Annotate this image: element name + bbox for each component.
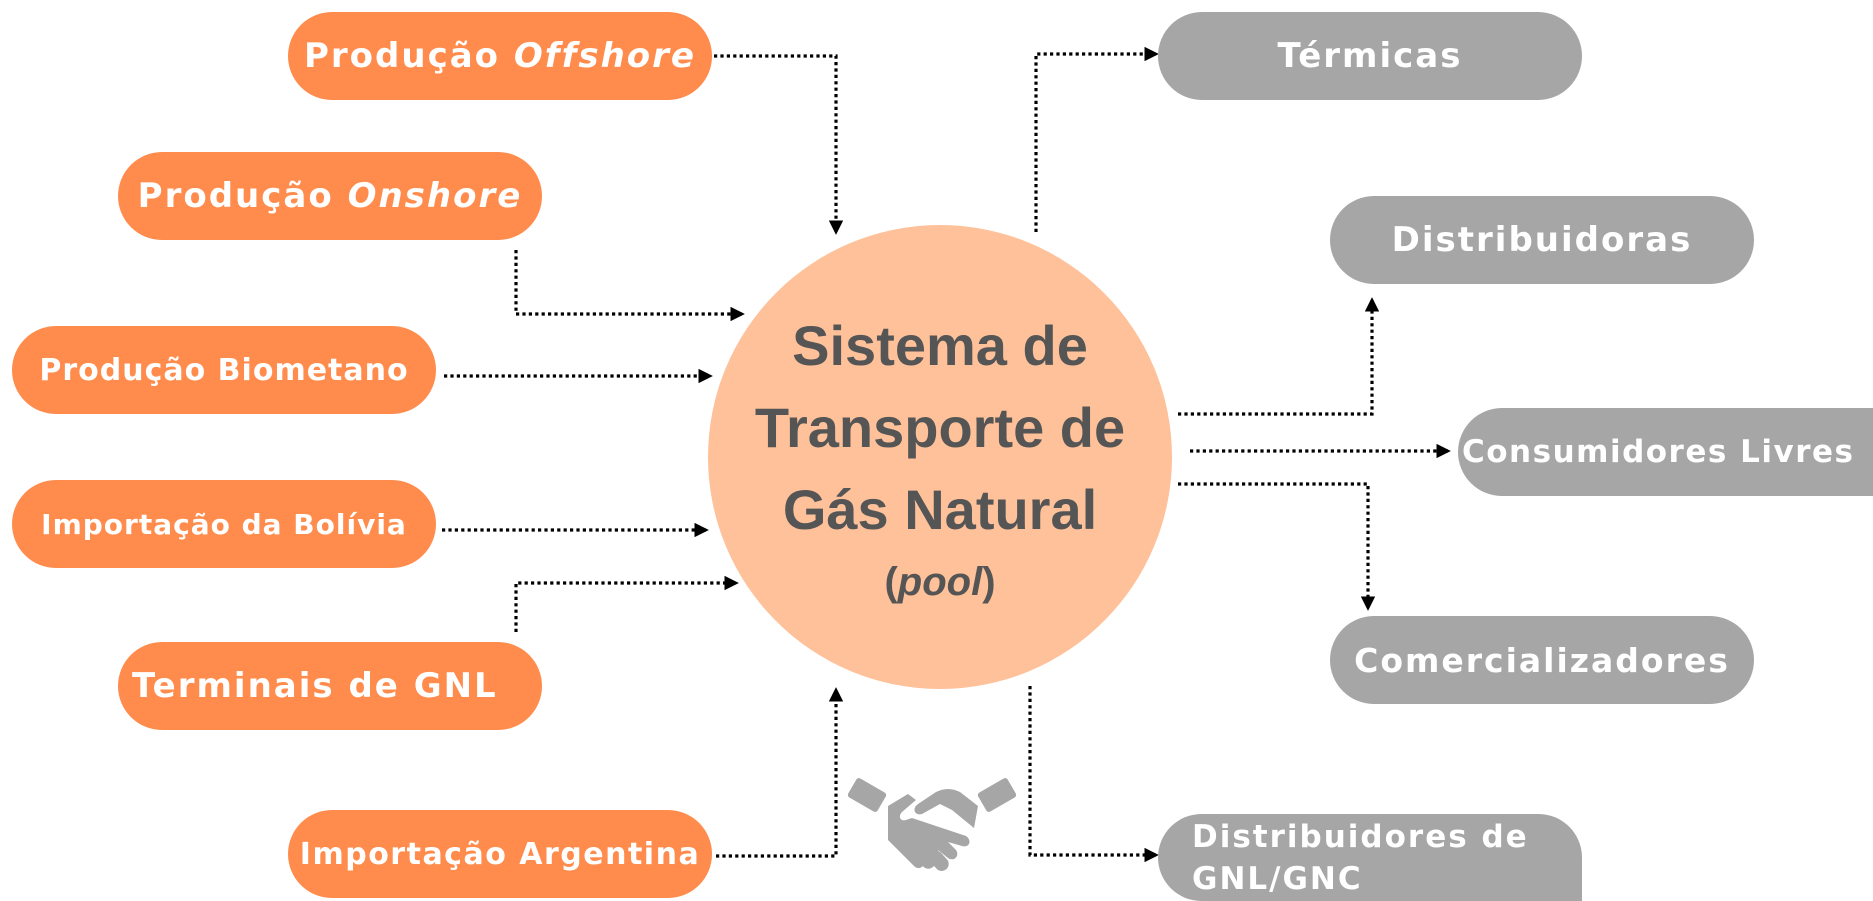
source-producao-offshore-emphasis: Offshore — [513, 36, 696, 76]
hub-title-line-2: Transporte de — [754, 396, 1126, 459]
source-terminais-gnl: Terminais de GNL — [118, 642, 542, 730]
source-producao-biometano: Produção Biometano — [12, 326, 436, 414]
arrow-hub-to-termicas — [1034, 46, 1159, 232]
destination-distribuidores-gnl-gnc-line-2: GNL/GNC — [1192, 861, 1363, 897]
source-producao-onshore-label: Produção — [137, 176, 348, 216]
destination-termicas: Térmicas — [1158, 12, 1582, 100]
arrow-offshore-to-hub — [714, 54, 844, 235]
destination-comercializadores-label: Comercializadores — [1354, 640, 1730, 680]
hub-subtitle-close: ) — [982, 560, 996, 604]
source-importacao-bolivia: Importação da Bolívia — [12, 480, 436, 568]
hub-title-line-3: Gás Natural — [782, 478, 1098, 541]
arrow-hub-to-distribuidoras — [1178, 297, 1380, 416]
hub-subtitle-open: ( — [884, 560, 898, 604]
source-producao-offshore-label: Produção — [303, 36, 514, 76]
arrow-argentina-to-hub — [716, 687, 844, 858]
destination-distribuidores-gnl-gnc: Distribuidores de GNL/GNC — [1158, 814, 1582, 901]
source-producao-offshore: Produção Offshore — [288, 12, 712, 100]
arrow-hub-to-comercializadores — [1178, 482, 1376, 611]
destination-consumidores-livres-label: Consumidores Livres — [1462, 434, 1855, 470]
source-importacao-argentina: Importação Argentina — [288, 810, 712, 898]
destination-distribuidores-gnl-gnc-line-1: Distribuidores de — [1192, 819, 1529, 855]
destination-comercializadores: Comercializadores — [1330, 616, 1754, 704]
destination-distribuidoras: Distribuidoras — [1330, 196, 1754, 284]
source-producao-onshore-emphasis: Onshore — [347, 176, 523, 216]
source-terminais-gnl-label: Terminais de GNL — [132, 666, 498, 706]
destination-termicas-label: Térmicas — [1277, 36, 1463, 76]
destination-consumidores-livres: Consumidores Livres — [1458, 408, 1873, 496]
transport-system-hub: Sistema de Transporte de Gás Natural (po… — [708, 225, 1172, 689]
hub-subtitle: (pool) — [884, 555, 995, 609]
source-importacao-argentina-label: Importação Argentina — [299, 836, 701, 872]
destination-distribuidoras-label: Distribuidoras — [1391, 220, 1693, 260]
arrow-gnl-to-hub — [514, 575, 739, 632]
source-producao-biometano-label: Produção Biometano — [39, 352, 409, 388]
handshake-icon — [848, 778, 1016, 871]
source-producao-onshore: Produção Onshore — [118, 152, 542, 240]
arrow-hub-to-distribuidores-gnl — [1028, 686, 1159, 863]
arrow-onshore-to-hub — [514, 250, 745, 322]
source-importacao-bolivia-label: Importação da Bolívia — [41, 507, 407, 541]
hub-subtitle-pool: pool — [897, 560, 983, 604]
hub-title-line-1: Sistema de — [792, 314, 1088, 377]
